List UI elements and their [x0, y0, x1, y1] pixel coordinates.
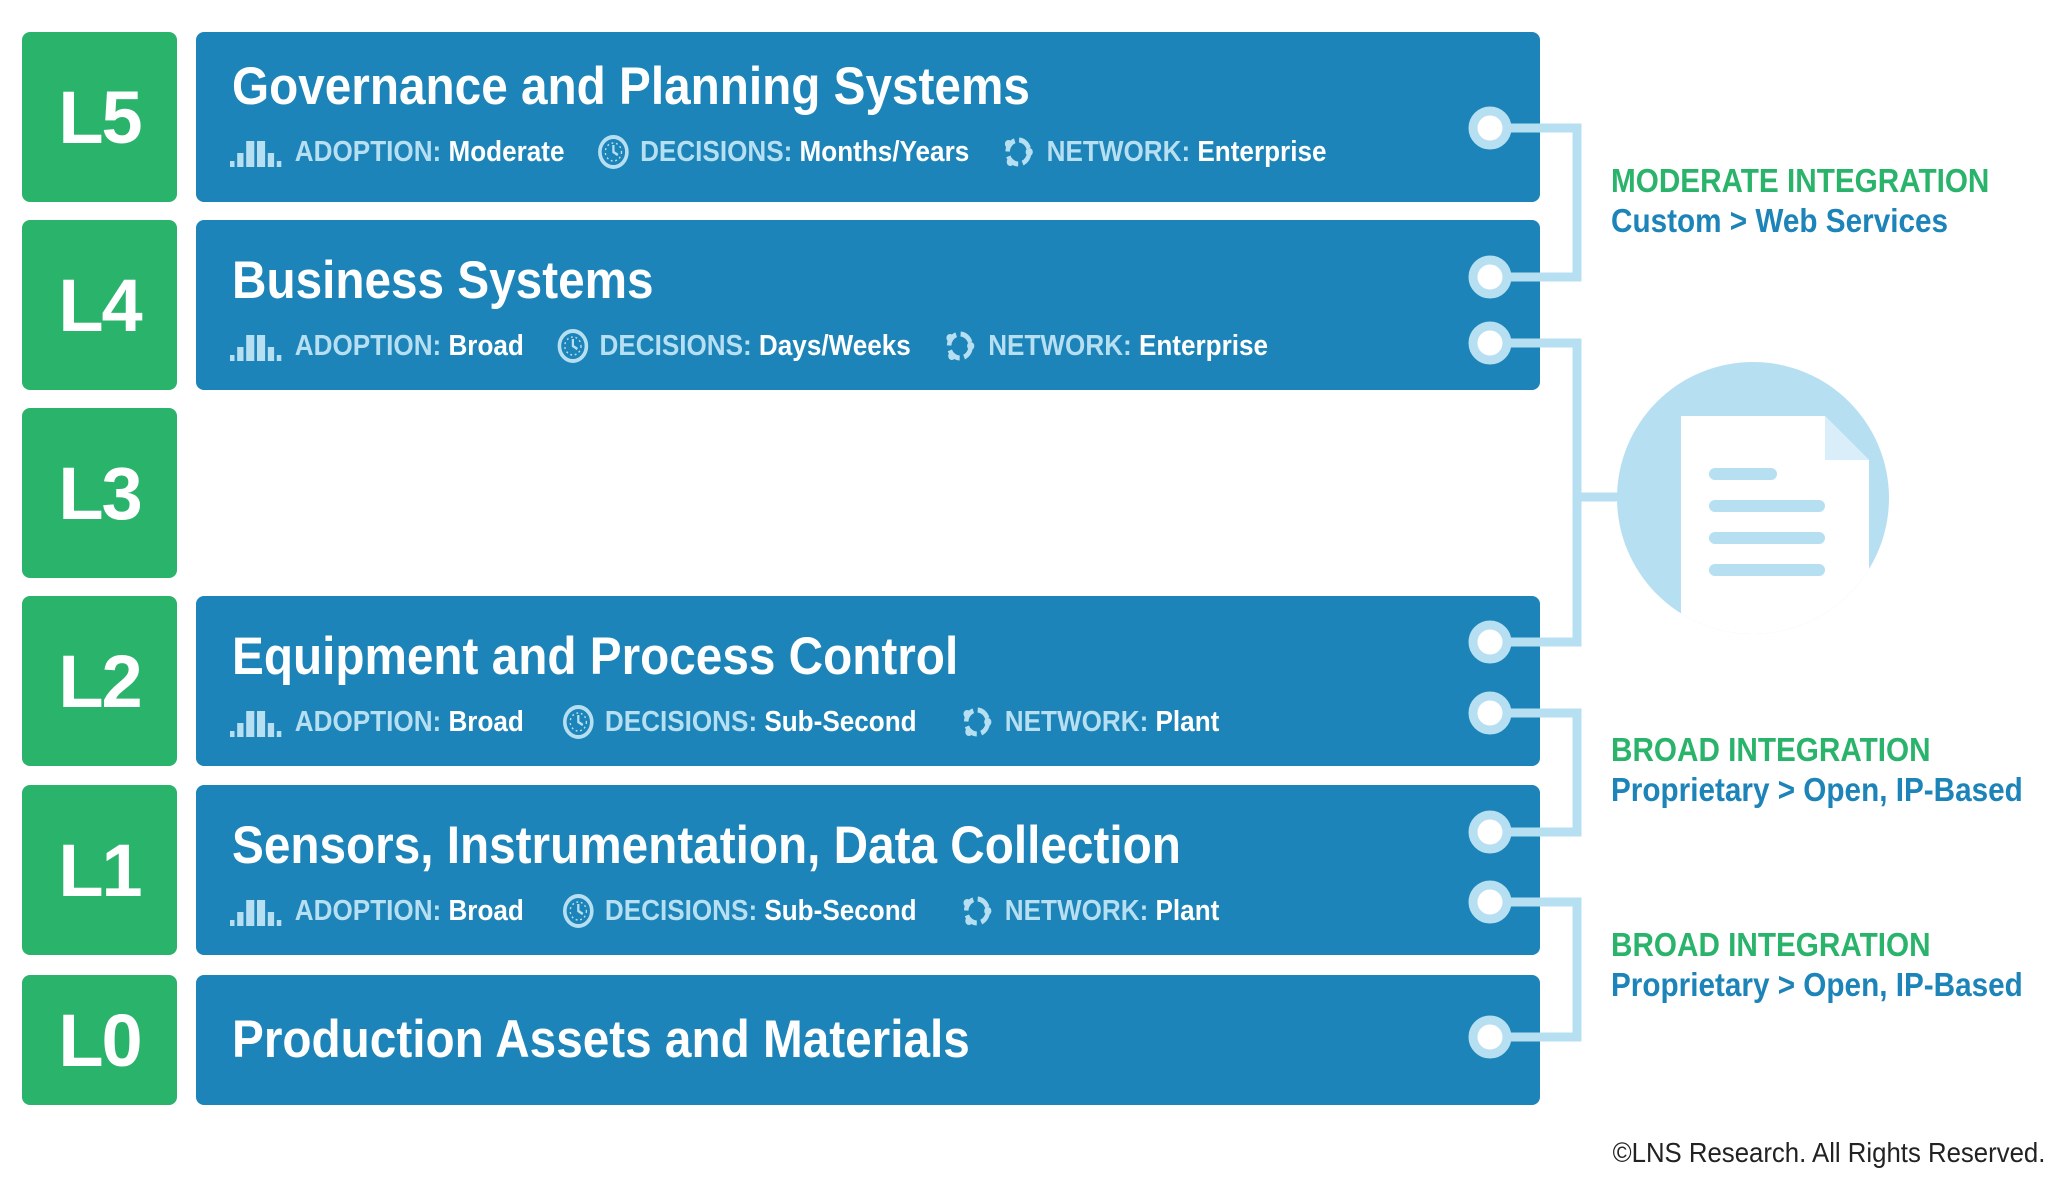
- bar-business-systems: Business Systems ADOPTION: Broad DECISIO…: [196, 220, 1540, 390]
- clock-icon: [562, 705, 594, 739]
- bar-meta: ADOPTION: Moderate DECISIONS: Months/Yea…: [230, 134, 1359, 170]
- copyright-notice: ©LNS Research. All Rights Reserved.: [1612, 1137, 2045, 1168]
- bar-meta: ADOPTION: Broad DECISIONS: Sub-Second NE…: [230, 893, 1252, 929]
- decisions-value: Sub-Second: [764, 894, 917, 927]
- level-badge-l2: L2: [22, 596, 177, 766]
- decisions-value: Sub-Second: [764, 705, 917, 738]
- adoption-label: ADOPTION:: [294, 329, 442, 362]
- level-badge-l0: L0: [22, 975, 177, 1105]
- network-value: Plant: [1155, 894, 1220, 927]
- clock-icon: [562, 894, 594, 928]
- decisions-label: DECISIONS:: [599, 329, 752, 362]
- decisions-value: Months/Years: [799, 135, 970, 168]
- level-badge-l1: L1: [22, 785, 177, 955]
- integration-detail: Proprietary > Open, IP-Based: [1611, 966, 2023, 1003]
- adoption-value: Broad: [448, 705, 524, 738]
- level-badge-l4: L4: [22, 220, 177, 390]
- integration-heading: BROAD INTEGRATION: [1611, 926, 1931, 963]
- adoption-value: Broad: [448, 329, 524, 362]
- bar-title: Production Assets and Materials: [232, 1010, 970, 1069]
- network-cycle-icon: [963, 896, 992, 926]
- bar-meta: ADOPTION: Broad DECISIONS: Days/Weeks NE…: [230, 328, 1300, 364]
- network-cycle-icon: [946, 331, 975, 361]
- network-label: NETWORK:: [1004, 894, 1149, 927]
- decisions-value: Days/Weeks: [758, 329, 911, 362]
- adoption-bars-icon: [230, 141, 282, 167]
- clock-icon: [557, 329, 588, 363]
- bar-equipment-process-control: Equipment and Process Control ADOPTION: …: [196, 596, 1540, 766]
- adoption-label: ADOPTION:: [294, 894, 442, 927]
- network-label: NETWORK:: [1004, 705, 1149, 738]
- level-badge-l3: L3: [22, 408, 177, 578]
- decisions-label: DECISIONS:: [640, 135, 793, 168]
- decisions-label: DECISIONS:: [604, 705, 758, 738]
- adoption-bars-icon: [230, 711, 282, 737]
- integration-heading: MODERATE INTEGRATION: [1611, 162, 1990, 199]
- bar-production-assets: Production Assets and Materials: [196, 975, 1540, 1105]
- network-value: Enterprise: [1197, 135, 1327, 168]
- document-icon: [1617, 362, 1889, 634]
- network-label: NETWORK:: [988, 329, 1132, 362]
- adoption-value: Broad: [448, 894, 524, 927]
- level-badge-l5: L5: [22, 32, 177, 202]
- adoption-value: Moderate: [448, 135, 565, 168]
- network-label: NETWORK:: [1046, 135, 1191, 168]
- integration-detail: Custom > Web Services: [1611, 202, 1949, 239]
- bar-sensors-instrumentation: Sensors, Instrumentation, Data Collectio…: [196, 785, 1540, 955]
- network-value: Enterprise: [1138, 329, 1269, 362]
- network-cycle-icon: [1005, 137, 1034, 167]
- bar-title: Governance and Planning Systems: [232, 57, 1030, 116]
- bar-governance-planning: Governance and Planning Systems ADOPTION…: [196, 32, 1540, 202]
- bar-title: Sensors, Instrumentation, Data Collectio…: [232, 816, 1181, 875]
- bar-meta: ADOPTION: Broad DECISIONS: Sub-Second NE…: [230, 704, 1252, 740]
- bar-title: Business Systems: [232, 251, 654, 310]
- network-value: Plant: [1155, 705, 1220, 738]
- integration-detail: Proprietary > Open, IP-Based: [1611, 771, 2023, 808]
- bar-title: Equipment and Process Control: [232, 627, 959, 686]
- adoption-label: ADOPTION:: [294, 705, 442, 738]
- integration-heading: BROAD INTEGRATION: [1611, 731, 1931, 768]
- adoption-bars-icon: [230, 335, 282, 361]
- adoption-label: ADOPTION:: [294, 135, 442, 168]
- network-cycle-icon: [963, 707, 992, 737]
- adoption-bars-icon: [230, 900, 282, 926]
- decisions-label: DECISIONS:: [604, 894, 758, 927]
- clock-icon: [597, 135, 629, 169]
